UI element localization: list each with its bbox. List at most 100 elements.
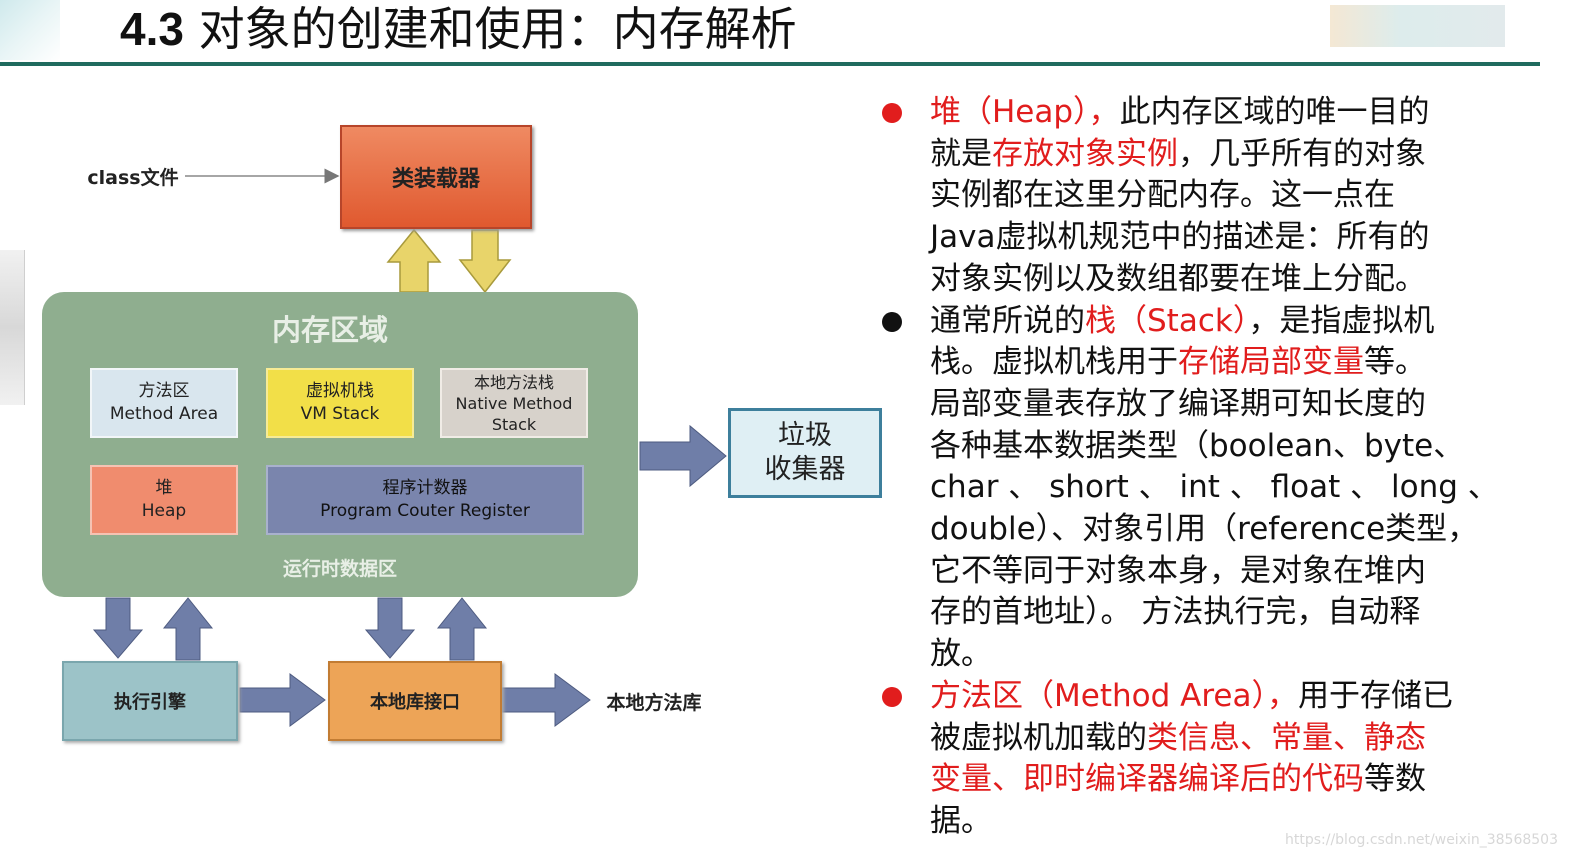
vm-stack-cn: 虚拟机栈 bbox=[306, 380, 374, 403]
watermark: https://blog.csdn.net/weixin_38568503 bbox=[1285, 832, 1558, 848]
arrow-up-exec bbox=[164, 598, 212, 660]
gc-line2: 收集器 bbox=[765, 453, 846, 487]
body-text: 被虚拟机加载的 bbox=[930, 720, 1147, 756]
native-interface-box: 本地库接口 bbox=[328, 661, 502, 741]
highlight-text: 变量、即时编译器编译后的代码 bbox=[930, 761, 1364, 797]
body-text: 用于存储已 bbox=[1298, 678, 1453, 714]
native-stack-cn: 本地方法栈 bbox=[474, 372, 554, 393]
exec-engine-text: 执行引擎 bbox=[114, 688, 186, 714]
bullet-list: 堆（Heap），此内存区域的唯一目的就是存放对象实例，几乎所有的对象实例都在这里… bbox=[880, 92, 1530, 843]
corner-decoration-right bbox=[1330, 5, 1505, 47]
body-text: double）、对象引用（reference类型， bbox=[930, 511, 1478, 547]
bullet-line: 各种基本数据类型（boolean、byte、 bbox=[930, 426, 1530, 468]
method-area-box: 方法区 Method Area bbox=[90, 368, 238, 438]
arrow-down-exec bbox=[94, 598, 142, 658]
bullet-line: char 、 short 、 int 、 float 、 long 、 bbox=[930, 467, 1530, 509]
bullet-item: 堆（Heap），此内存区域的唯一目的就是存放对象实例，几乎所有的对象实例都在这里… bbox=[880, 92, 1530, 301]
bullet-item: 通常所说的栈（Stack），是指虚拟机栈。虚拟机栈用于存储局部变量等。局部变量表… bbox=[880, 301, 1530, 676]
body-text: 就是 bbox=[930, 136, 992, 172]
arrow-up-native bbox=[438, 598, 486, 660]
heap-cn: 堆 bbox=[156, 477, 173, 500]
native-lib-text: 本地方法库 bbox=[606, 688, 701, 715]
vm-stack-en: VM Stack bbox=[301, 403, 380, 426]
arrow-to-gc bbox=[640, 426, 726, 486]
arrow-to-native-lib bbox=[502, 674, 590, 726]
highlight-text: 栈（Stack） bbox=[1085, 303, 1248, 339]
body-text: 实例都在这里分配内存。这一点在 bbox=[930, 177, 1395, 213]
heap-box: 堆 Heap bbox=[90, 465, 238, 535]
bullet-line: Java虚拟机规范中的描述是：所有的 bbox=[930, 217, 1530, 259]
highlight-text: 堆（Heap）， bbox=[930, 94, 1120, 130]
body-text: 通常所说的 bbox=[930, 303, 1085, 339]
title-text: 对象的创建和使用：内存解析 bbox=[199, 2, 797, 56]
memory-area-text: 内存区域 bbox=[272, 307, 388, 349]
bullet-dot bbox=[882, 687, 902, 707]
pc-en: Program Couter Register bbox=[320, 500, 530, 523]
native-method-stack-box: 本地方法栈 Native Method Stack bbox=[440, 368, 588, 438]
execution-engine-box: 执行引擎 bbox=[62, 661, 238, 741]
body-text: ，是指虚拟机 bbox=[1248, 303, 1434, 339]
method-area-en: Method Area bbox=[110, 403, 218, 426]
bullet-line: 变量、即时编译器编译后的代码等数 bbox=[930, 759, 1530, 801]
body-text: 对象实例以及数组都要在堆上分配。 bbox=[930, 261, 1426, 297]
corner-decoration-left bbox=[0, 0, 60, 60]
bullet-line: 堆（Heap），此内存区域的唯一目的 bbox=[930, 92, 1530, 134]
class-loader-text: 类装载器 bbox=[392, 161, 480, 193]
highlight-text: 存放对象实例 bbox=[992, 136, 1178, 172]
bullet-dot bbox=[882, 103, 902, 123]
body-text: 等。 bbox=[1364, 344, 1426, 380]
bullet-line: 就是存放对象实例，几乎所有的对象 bbox=[930, 134, 1530, 176]
body-text: 等数 bbox=[1364, 761, 1426, 797]
arrow-down-native bbox=[366, 598, 414, 658]
native-stack-en2: Stack bbox=[492, 414, 536, 435]
bullet-line: 实例都在这里分配内存。这一点在 bbox=[930, 175, 1530, 217]
highlight-text: 存储局部变量 bbox=[1178, 344, 1364, 380]
body-text: 局部变量表存放了编译期可知长度的 bbox=[930, 386, 1426, 422]
native-stack-en1: Native Method bbox=[456, 393, 573, 414]
body-text: 它不等同于对象本身，是对象在堆内 bbox=[930, 553, 1426, 589]
page-title: 4.3 对象的创建和使用：内存解析 bbox=[120, 0, 797, 58]
body-text: 此内存区域的唯一目的 bbox=[1120, 94, 1430, 130]
heap-en: Heap bbox=[142, 500, 186, 523]
body-text: ，几乎所有的对象 bbox=[1178, 136, 1426, 172]
body-text: 存的首地址）。 方法执行完，自动释 bbox=[930, 594, 1420, 630]
class-file-text: class文件 bbox=[87, 163, 178, 190]
gc-line1: 垃圾 bbox=[778, 419, 832, 453]
body-text: 据。 bbox=[930, 803, 992, 839]
memory-area-title: 内存区域 bbox=[200, 308, 460, 348]
highlight-text: 方法区（Method Area）， bbox=[930, 678, 1298, 714]
native-library-label: 本地方法库 bbox=[594, 686, 714, 716]
method-area-cn: 方法区 bbox=[139, 380, 190, 403]
bullet-line: 局部变量表存放了编译期可知长度的 bbox=[930, 384, 1530, 426]
bullet-line: 方法区（Method Area），用于存储已 bbox=[930, 676, 1530, 718]
arrow-down-yellow bbox=[460, 230, 510, 292]
body-text: Java虚拟机规范中的描述是：所有的 bbox=[930, 219, 1429, 255]
native-interface-text: 本地库接口 bbox=[370, 688, 460, 714]
arrow-exec-to-native bbox=[240, 674, 325, 726]
vm-stack-box: 虚拟机栈 VM Stack bbox=[266, 368, 414, 438]
pc-cn: 程序计数器 bbox=[383, 477, 468, 500]
body-text: 栈。虚拟机栈用于 bbox=[930, 344, 1178, 380]
class-file-label: class文件 bbox=[78, 162, 188, 190]
bullet-item: 方法区（Method Area），用于存储已被虚拟机加载的类信息、常量、静态变量… bbox=[880, 676, 1530, 843]
body-text: char 、 short 、 int 、 float 、 long 、 bbox=[930, 469, 1499, 505]
runtime-area-text: 运行时数据区 bbox=[283, 554, 397, 581]
bullet-line: 对象实例以及数组都要在堆上分配。 bbox=[930, 259, 1530, 301]
title-number: 4.3 bbox=[120, 3, 184, 55]
bullet-line: 它不等同于对象本身，是对象在堆内 bbox=[930, 551, 1530, 593]
arrow-up-yellow bbox=[388, 230, 440, 292]
body-text: 放。 bbox=[930, 636, 992, 672]
runtime-data-area-label: 运行时数据区 bbox=[250, 552, 430, 582]
garbage-collector-box: 垃圾 收集器 bbox=[728, 408, 882, 498]
bullet-line: 被虚拟机加载的类信息、常量、静态 bbox=[930, 718, 1530, 760]
highlight-text: 类信息、常量、静态 bbox=[1147, 720, 1426, 756]
bullet-line: 存的首地址）。 方法执行完，自动释 bbox=[930, 592, 1530, 634]
bullet-line: 放。 bbox=[930, 634, 1530, 676]
bullet-line: 栈。虚拟机栈用于存储局部变量等。 bbox=[930, 342, 1530, 384]
class-loader-box: 类装载器 bbox=[340, 125, 532, 229]
bullet-line: double）、对象引用（reference类型， bbox=[930, 509, 1530, 551]
bullet-line: 通常所说的栈（Stack），是指虚拟机 bbox=[930, 301, 1530, 343]
title-underline bbox=[0, 62, 1540, 66]
body-text: 各种基本数据类型（boolean、byte、 bbox=[930, 428, 1464, 464]
bullet-dot bbox=[882, 312, 902, 332]
